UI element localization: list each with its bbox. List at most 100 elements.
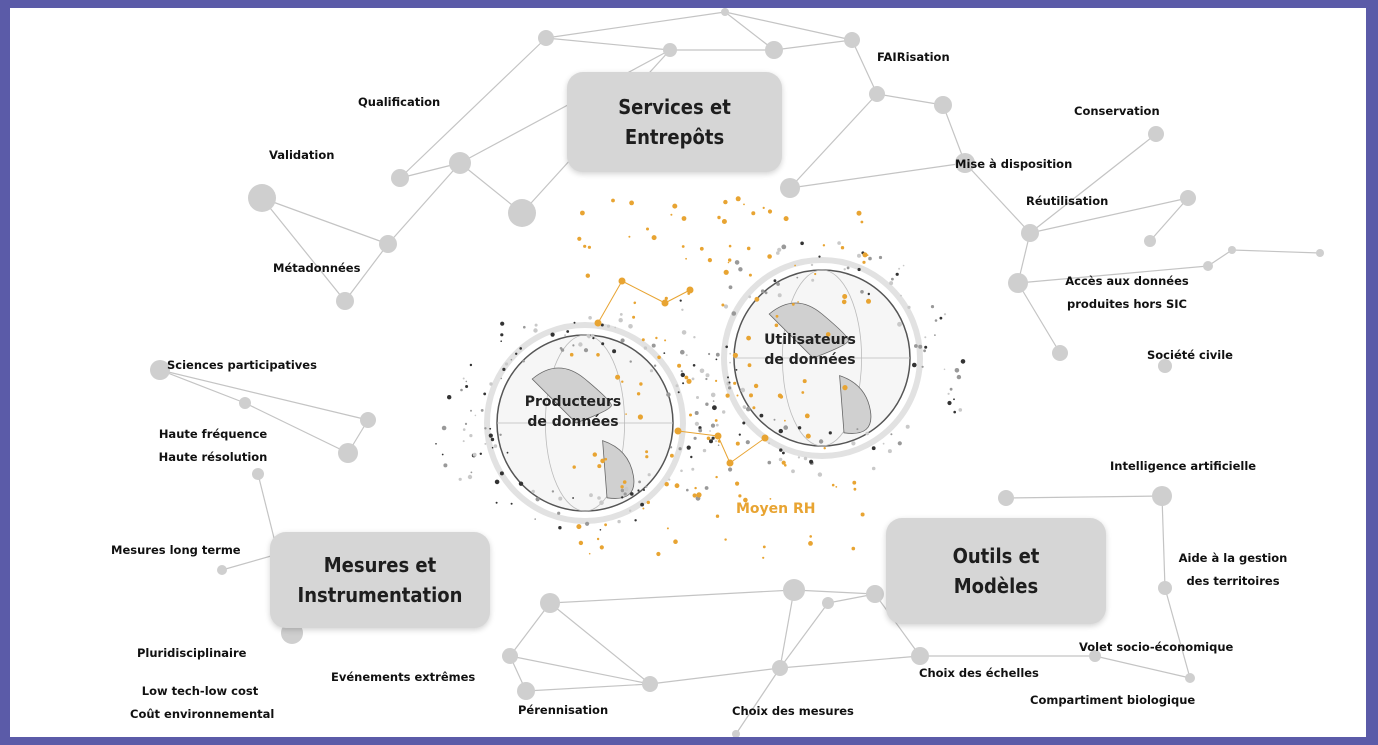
network-node xyxy=(538,30,554,46)
particle-dot xyxy=(871,446,876,451)
particle-dot xyxy=(630,492,634,496)
network-edge xyxy=(1164,587,1191,679)
gold-dot xyxy=(629,200,634,206)
aide-line2: des territoires xyxy=(1186,574,1280,588)
gold-link xyxy=(729,437,766,464)
network-node xyxy=(1158,581,1172,595)
particle-dot xyxy=(493,444,498,448)
particle-dot xyxy=(778,457,783,462)
gold-dot xyxy=(578,540,584,546)
network-node xyxy=(517,682,535,700)
particle-dot xyxy=(472,452,477,457)
gold-dot xyxy=(604,457,608,461)
network-node xyxy=(1203,261,1213,271)
network-node xyxy=(338,443,358,463)
gold-dot xyxy=(784,464,787,467)
label-acces-donnees: Accès aux données produites hors SIC xyxy=(1062,274,1192,311)
particle-dot xyxy=(572,497,574,499)
particle-dot xyxy=(857,267,861,272)
mesures-instrumentation-box: Mesures et Instrumentation xyxy=(270,532,490,628)
outils-line2: Modèles xyxy=(953,574,1039,598)
network-edge xyxy=(724,11,775,51)
network-edge xyxy=(649,667,781,685)
particle-dot xyxy=(856,428,859,431)
gold-dot xyxy=(577,236,582,241)
particle-dot xyxy=(693,436,697,440)
gold-dot xyxy=(835,486,838,488)
gold-dot xyxy=(597,464,602,469)
particle-dot xyxy=(764,291,768,295)
particle-dot xyxy=(464,422,468,425)
gold-dot xyxy=(802,379,807,384)
gold-dot xyxy=(842,385,848,391)
network-edge xyxy=(509,602,551,657)
network-node xyxy=(360,412,376,428)
particle-dot xyxy=(551,490,555,493)
network-edge xyxy=(344,243,389,302)
particle-dot xyxy=(531,489,535,494)
gold-star xyxy=(594,319,602,327)
network-node xyxy=(1316,249,1324,257)
particle-dot xyxy=(614,326,617,329)
network-edge xyxy=(789,93,878,189)
particle-dot xyxy=(643,489,645,491)
gold-dot xyxy=(841,299,847,305)
particle-dot xyxy=(694,421,700,426)
gold-star xyxy=(618,277,626,285)
particle-dot xyxy=(887,449,892,454)
gold-dot xyxy=(625,413,627,415)
gold-dot xyxy=(651,235,657,241)
particle-dot xyxy=(768,442,771,445)
particle-dot xyxy=(666,392,671,397)
particle-dot xyxy=(621,496,624,499)
network-edge xyxy=(773,39,853,51)
particle-dot xyxy=(679,299,682,302)
gold-dot xyxy=(762,556,765,559)
gold-dot xyxy=(684,375,689,380)
label-fairisation: FAIRisation xyxy=(877,50,950,64)
particle-dot xyxy=(490,437,495,442)
gold-dot xyxy=(779,394,784,399)
network-node xyxy=(217,565,227,575)
network-edge xyxy=(525,683,651,692)
gold-dot xyxy=(694,486,697,490)
network-edge xyxy=(509,655,651,685)
particle-dot xyxy=(953,398,955,401)
particle-dot xyxy=(620,338,625,343)
gold-dot xyxy=(645,455,649,459)
network-node xyxy=(1180,190,1196,206)
particle-dot xyxy=(947,392,950,395)
gold-dot xyxy=(823,447,826,450)
particle-dot xyxy=(462,440,465,443)
gold-dot xyxy=(851,546,856,551)
particle-dot xyxy=(773,279,777,283)
particle-dot xyxy=(643,346,648,350)
haute-line2: Haute résolution xyxy=(158,450,268,464)
network-edge xyxy=(244,402,349,454)
gold-dot xyxy=(754,296,760,302)
particle-dot xyxy=(589,493,593,498)
gold-dot xyxy=(646,227,649,231)
label-mise-a-disposition: Mise à disposition xyxy=(955,157,1073,171)
network-node xyxy=(1152,486,1172,506)
particle-dot xyxy=(803,456,808,461)
particle-dot xyxy=(623,492,627,496)
gold-dot xyxy=(639,382,643,386)
gold-dot xyxy=(646,500,650,505)
gold-dot xyxy=(736,394,739,397)
producteurs-halo xyxy=(484,322,686,524)
network-node xyxy=(822,597,834,609)
particle-dot xyxy=(723,304,729,309)
network-edge xyxy=(549,602,651,685)
particle-dot xyxy=(591,333,595,338)
gold-dot xyxy=(853,487,857,491)
particle-dot xyxy=(734,260,740,265)
particle-dot xyxy=(778,428,783,434)
network-node xyxy=(765,41,783,59)
particle-dot xyxy=(846,266,850,270)
label-conservation: Conservation xyxy=(1074,104,1160,118)
gold-dot xyxy=(856,210,862,216)
gold-dot xyxy=(804,413,810,419)
network-edge xyxy=(1029,133,1157,234)
network-edge xyxy=(779,602,829,669)
